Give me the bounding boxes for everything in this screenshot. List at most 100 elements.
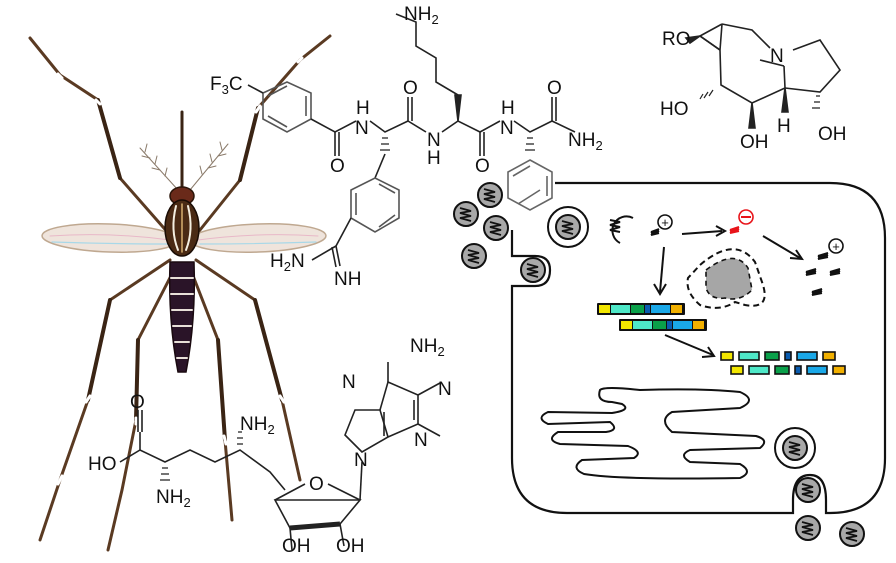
amidine-nh-label: NH xyxy=(334,269,361,290)
endosome-vesicle xyxy=(547,206,589,248)
peptide-labels: F3C H N O O N H O H N O NH2 NH2 H2N NH xyxy=(210,4,603,290)
oh-label-1: OH xyxy=(740,132,769,153)
gene-segment-yellow xyxy=(730,365,744,375)
amidine-h2n-label: H2N xyxy=(270,251,305,274)
cf3-label: F3C xyxy=(210,74,243,97)
amide-n-label-2: N xyxy=(427,130,441,151)
ring-n-label: N xyxy=(770,46,784,67)
positive-charge-label: + xyxy=(661,215,669,230)
particle xyxy=(477,182,503,208)
gene-segment-orange xyxy=(693,321,704,329)
gene-segment-green xyxy=(653,321,666,329)
ribose-oh-label-a: OH xyxy=(282,536,311,557)
mosquito-legs xyxy=(28,34,332,552)
particle-cargo xyxy=(788,441,801,456)
arrow-to-translation xyxy=(659,246,665,293)
amide-n-label-3: N xyxy=(500,118,514,139)
indolizidine-molecule xyxy=(684,23,842,129)
particle-cargo xyxy=(526,263,539,278)
cluster-positive-charge-label: + xyxy=(832,239,840,254)
adenine-n9-label: N xyxy=(354,450,368,471)
gene-segment-yellow xyxy=(720,351,734,361)
particle xyxy=(520,257,546,283)
gene-segment-aqua xyxy=(748,365,770,375)
peptide-molecule xyxy=(247,13,576,268)
amide-h-label-1: H xyxy=(356,98,370,119)
carbonyl-o-label-4: O xyxy=(547,78,562,99)
mosquito-illustration xyxy=(28,34,332,552)
gene-segment-green xyxy=(774,365,790,375)
cell-diagram: + − + xyxy=(453,181,887,547)
endosome-vesicle xyxy=(774,427,816,469)
gene-segment-blue xyxy=(806,365,828,375)
particle-cargo xyxy=(483,188,496,203)
anionic-molecule: − xyxy=(729,209,754,234)
cationic-molecule: + xyxy=(650,214,673,236)
amide-h-label-2: H xyxy=(427,148,441,169)
particle-cargo xyxy=(801,521,814,536)
acid-ho-label: HO xyxy=(88,454,117,475)
arrow-to-reprotonation xyxy=(762,235,801,259)
ro-label: RO xyxy=(662,29,691,50)
terminal-amide-label: NH2 xyxy=(568,130,603,153)
carbonyl-o-label-2: O xyxy=(403,78,418,99)
amide-n-label-1: N xyxy=(355,118,369,139)
gene-segment-green xyxy=(631,305,644,313)
gene-segment-yellow xyxy=(621,321,632,329)
cell-membrane xyxy=(510,181,887,515)
mosquito-abdomen xyxy=(168,261,196,373)
bridgehead-h-label: H xyxy=(777,116,791,137)
adenine-n7-label: N xyxy=(342,372,356,393)
particle xyxy=(795,477,821,503)
particle-cargo xyxy=(467,249,480,264)
gene-segment-blue xyxy=(651,305,670,313)
gene-segment-blue xyxy=(673,321,692,329)
arrow-to-product xyxy=(664,334,714,356)
adenine-n1-label: N xyxy=(438,379,452,400)
indolizidine-labels: RO N HO OH H OH xyxy=(660,29,847,153)
gene-bar-group xyxy=(597,303,846,375)
gene-segment-orange xyxy=(822,351,836,361)
oh-label-2: OH xyxy=(818,124,847,145)
gene-segment-aqua xyxy=(611,305,630,313)
alpha-amine-label: NH2 xyxy=(156,487,191,510)
lysine-amine-label: NH2 xyxy=(404,4,439,27)
particle xyxy=(461,243,487,269)
arrow-to-inactivation xyxy=(681,230,723,235)
gene-segment-navy xyxy=(645,305,650,313)
gene-segment-green xyxy=(764,351,780,361)
sam-analog-labels: O HO NH2 NH2 O OH OH N N N N NH2 xyxy=(88,336,452,557)
cationic-molecule-cluster: + xyxy=(805,238,844,296)
mosquito-wings xyxy=(41,223,327,253)
gene-segment-orange xyxy=(671,305,682,313)
ribose-o-label: O xyxy=(309,474,324,495)
particle-cargo xyxy=(801,483,814,498)
acid-o-label: O xyxy=(130,392,145,413)
particle-cargo xyxy=(459,207,472,222)
particle-cargo xyxy=(489,221,502,236)
ribose-oh-label-b: OH xyxy=(336,536,365,557)
gene-segment-blue xyxy=(796,351,818,361)
gene-segment-aqua xyxy=(738,351,760,361)
particle-cargo xyxy=(845,527,858,542)
particle xyxy=(453,201,479,227)
particle xyxy=(795,515,821,541)
gene-segment-orange xyxy=(832,365,846,375)
carbonyl-o-label-1: O xyxy=(330,156,345,177)
particle-cargo xyxy=(561,220,574,235)
side-amine-label: NH2 xyxy=(240,414,275,437)
adenine-n3-label: N xyxy=(414,430,428,451)
target-organelle xyxy=(686,248,766,309)
endoplasmic-reticulum xyxy=(540,387,766,480)
particle xyxy=(483,215,509,241)
amide-h-label-3: H xyxy=(501,98,515,119)
opening-vesicle xyxy=(609,215,634,244)
negative-charge-label: − xyxy=(746,220,747,222)
anionic-molecule-body xyxy=(729,226,740,234)
gene-segment-navy xyxy=(667,321,672,329)
particle xyxy=(839,521,865,547)
extracellular-particles xyxy=(453,182,865,547)
mosquito-antennae xyxy=(139,141,229,191)
gene-segment-navy xyxy=(794,365,802,375)
